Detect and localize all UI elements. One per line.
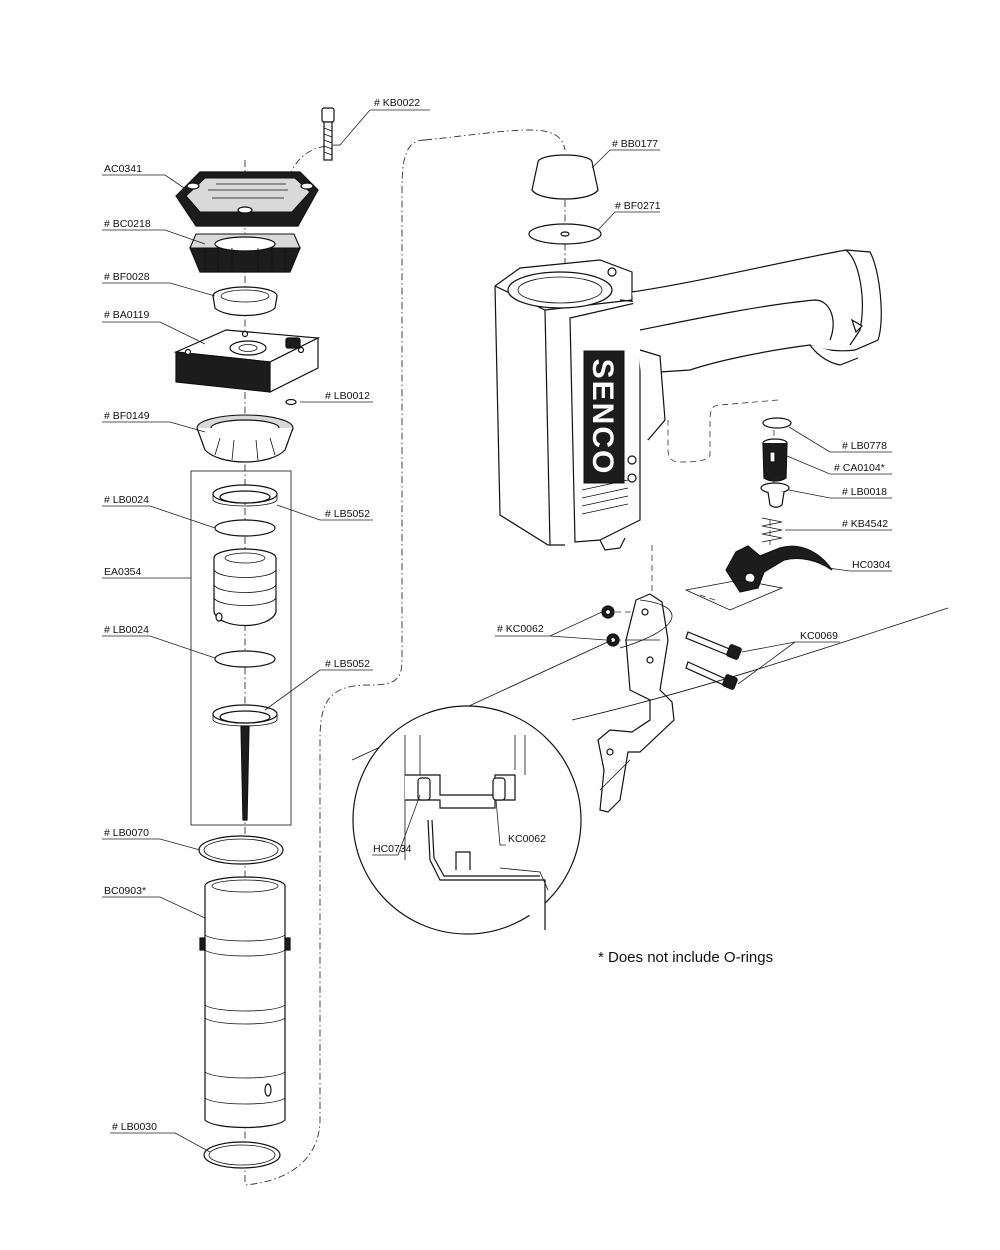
label-hc0734: HC0734: [373, 843, 412, 855]
bumper-bb0177: [531, 154, 599, 200]
label-lb0070: # LB0070: [104, 827, 149, 839]
oring-lb0070: [198, 835, 284, 865]
label-bb0177: # BB0177: [612, 138, 658, 150]
label-lb0012: # LB0012: [325, 390, 370, 402]
washer-bf0271: [528, 223, 602, 245]
label-kc0069: KC0069: [800, 630, 838, 642]
safety-bracket: [597, 593, 675, 813]
oring-lb0778: [762, 417, 792, 429]
brand-logo-text: SENCO: [586, 359, 619, 476]
label-lb5052-bottom: # LB5052: [325, 658, 370, 670]
ring-lb5052-bottom: [212, 704, 278, 727]
screw-kb0022: [321, 107, 335, 161]
cylinder-bc0903: [199, 876, 291, 1129]
label-bf0149: # BF0149: [104, 410, 150, 422]
assembly-bracket-ea0354: [190, 470, 292, 826]
bolts-kc0069: [685, 631, 742, 690]
leader-lines: [102, 109, 892, 1153]
label-hc0304: HC0304: [852, 559, 891, 571]
label-kb0022: # KB0022: [374, 97, 420, 109]
valve-cartridge-ca0104: [760, 438, 790, 508]
oring-lb0012: [285, 398, 297, 406]
bumper-bf0149: [196, 414, 294, 463]
label-lb0024-top: # LB0024: [104, 494, 149, 506]
spring-kb4542: [761, 517, 783, 543]
cap-ac0341: [175, 171, 319, 227]
label-ba0119: # BA0119: [104, 309, 150, 321]
label-ea0354: EA0354: [104, 566, 142, 578]
bushing-bf0028: [212, 286, 278, 317]
detail-magnifier: [352, 705, 582, 935]
label-kc0062-detail: KC0062: [508, 833, 546, 845]
label-lb0778: # LB0778: [842, 440, 887, 452]
label-ac0341: AC0341: [104, 163, 142, 175]
label-kc0062: # KC0062: [497, 623, 544, 635]
label-bc0903: BC0903*: [104, 885, 146, 897]
label-lb0030: # LB0030: [112, 1121, 157, 1133]
fin-ring-bc0218: [189, 233, 301, 273]
brand-logo: SENCO: [583, 350, 625, 484]
label-ca0104: # CA0104*: [834, 462, 885, 474]
oring-lb0030: [203, 1141, 281, 1169]
ring-lb5052-top: [212, 484, 278, 507]
driver-blade: [240, 725, 250, 821]
trigger-hc0304: [684, 545, 833, 611]
piston: [213, 548, 277, 627]
label-kb4542: # KB4542: [842, 518, 888, 530]
oring-lb0024-top: [214, 519, 276, 537]
valve-block-ba0119: [173, 329, 321, 393]
label-lb0024-bottom: # LB0024: [104, 624, 149, 636]
label-bc0218: # BC0218: [104, 218, 151, 230]
part-labels: # KB0022 AC0341 # BC0218 # BF0028 # BA01…: [104, 97, 891, 1133]
label-bf0028: # BF0028: [104, 271, 150, 283]
tool-handle: [631, 249, 882, 441]
label-bf0271: # BF0271: [615, 200, 661, 212]
label-lb0018: # LB0018: [842, 486, 887, 498]
oring-lb0024-bottom: [214, 650, 276, 668]
footnote: * Does not include O-rings: [598, 949, 773, 966]
label-lb5052-top: # LB5052: [325, 508, 370, 520]
nuts-kc0062: [601, 605, 620, 647]
